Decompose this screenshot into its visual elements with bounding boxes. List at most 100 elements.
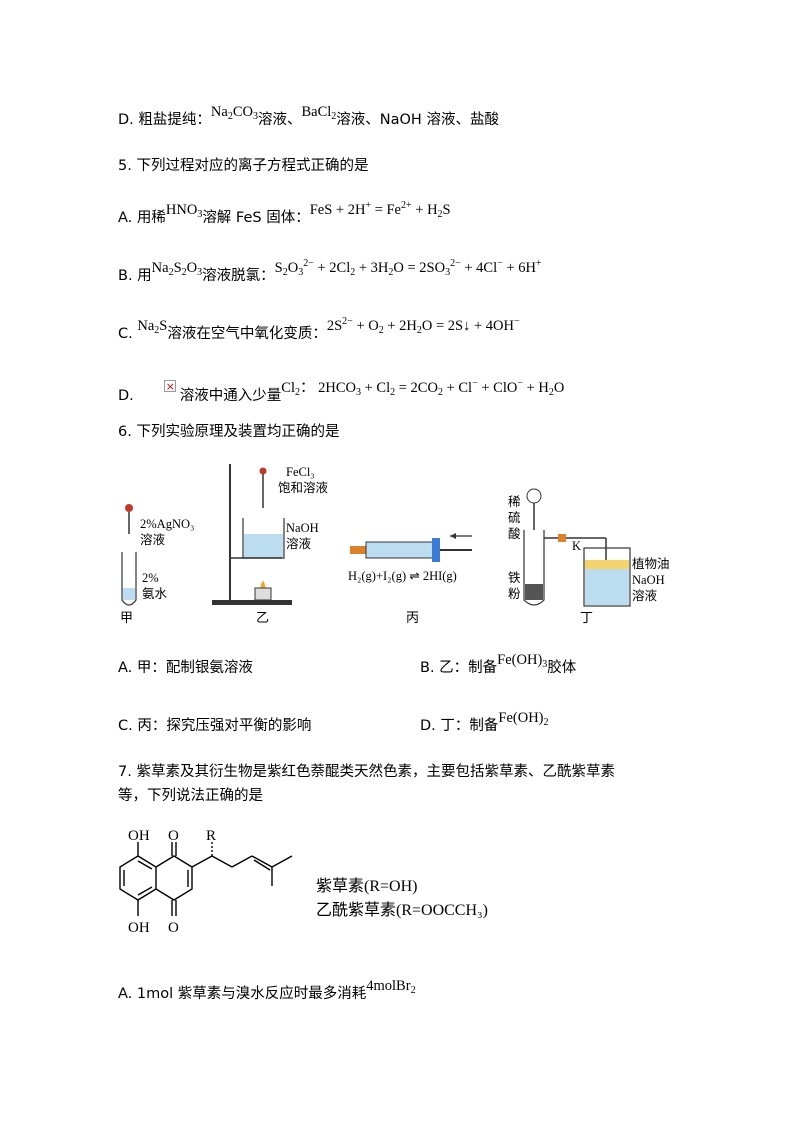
equation-a: FeS + 2H+ = Fe2+ + H2S xyxy=(309,200,451,220)
q5-a-prefix: A. 用稀 xyxy=(118,210,166,226)
solution-yi xyxy=(244,534,283,557)
q5-b-prefix: B. 用 xyxy=(118,268,152,284)
equation-b: S2O32− + 2Cl2 + 3H2O = 2SO32− + 4Cl− + 6… xyxy=(274,258,542,278)
label-fecl3: FeCl₃ xyxy=(286,465,315,479)
solution-jia xyxy=(123,588,135,600)
large-test-tube xyxy=(523,530,545,606)
q4-option-d: D. 粗盐提纯：Na2CO3溶液、BaCl2溶液、NaOH 溶液、盐酸 xyxy=(118,104,499,128)
formula-na2s2o3: Na2S2O3 xyxy=(151,260,203,278)
label-naoh: NaOH xyxy=(286,521,319,535)
q4-d-prefix: D. 粗盐提纯： xyxy=(118,112,211,128)
q6-option-c: C. 丙：探究压强对平衡的影响 xyxy=(118,718,312,734)
caption-jia: 甲 xyxy=(120,611,133,626)
side-chain-3 xyxy=(231,855,253,868)
q5-option-c: C. Na2S溶液在空气中氧化变质：2S2− + O2 + 2H2O = 2S↓… xyxy=(118,316,520,349)
stopcock-icon xyxy=(350,546,366,554)
q5-option-a: A. 用稀HNO3溶解 FeS 固体：FeS + 2H+ = Fe2+ + H2… xyxy=(118,200,451,233)
q5-c-prefix: C. xyxy=(118,326,138,342)
vegetable-oil-layer xyxy=(585,560,629,569)
left-arrow-icon xyxy=(450,533,456,539)
apparatus-jia: 2%AgNO₃ 溶液 2% 氨水 甲 xyxy=(120,504,194,626)
label-xi: 稀 xyxy=(508,495,521,509)
label-tie: 铁 xyxy=(508,571,521,585)
label-baohe: 饱和溶液 xyxy=(278,480,329,495)
caption-bing: 丙 xyxy=(406,611,419,626)
acetylshikonin-name: 乙酰紫草素(R=OOCCH₃) xyxy=(316,902,488,919)
apparatus-yi: FeCl₃ 饱和溶液 NaOH 溶液 乙 xyxy=(212,464,329,626)
q6-stem: 6. 下列实验原理及装置均正确的是 xyxy=(118,424,340,440)
test-tube-jia xyxy=(121,552,137,606)
label-naoh-ding: NaOH xyxy=(632,573,665,587)
apparatus-ding: 稀 硫 酸 K 铁 粉 植物油 NaOH 溶液 丁 xyxy=(508,488,670,626)
equation-d: 2HCO3 + Cl2 = 2CO2 + Cl− + ClO− + H2O xyxy=(314,378,565,398)
formula-na2s: Na2S xyxy=(137,318,168,336)
q5-stem: 5. 下列过程对应的离子方程式正确的是 xyxy=(118,158,369,174)
caption-ding: 丁 xyxy=(580,611,593,626)
methyl-1 xyxy=(271,855,293,868)
q5-b-mid: 溶液脱氯： xyxy=(202,268,275,284)
label-anshui: 氨水 xyxy=(142,587,168,601)
q5-d-mid: 溶液中通入少量 xyxy=(179,388,282,404)
iron-powder xyxy=(525,584,543,600)
q5-option-b: B. 用Na2S2O3溶液脱氯：S2O32− + 2Cl2 + 3H2O = 2… xyxy=(118,258,542,291)
apparatus-bing: H₂(g)+I₂(g) ⇌ 2HI(g) 丙 xyxy=(348,533,472,626)
q7-a-prefix: A. 1mol 紫草素与溴水反应时最多消耗 xyxy=(118,986,367,1002)
label-zhiwuyou: 植物油 xyxy=(632,556,670,571)
q6-d-prefix: D. 丁：制备 xyxy=(420,718,499,734)
q6-b-suffix: 胶体 xyxy=(547,660,577,676)
aromatic-double-3 xyxy=(137,886,153,896)
q5-c-mid: 溶液在空气中氧化变质： xyxy=(167,326,327,342)
side-chain-4 xyxy=(251,855,273,868)
side-chain-1 xyxy=(191,855,213,868)
q6-option-d: D. 丁：制备Fe(OH)2 xyxy=(420,710,549,741)
label-liu: 硫 xyxy=(508,510,521,525)
label-rongye: 溶液 xyxy=(140,532,166,547)
caption-yi: 乙 xyxy=(256,611,269,626)
side-chain-double xyxy=(253,859,271,871)
side-chain-2 xyxy=(211,855,233,868)
q6-b-prefix: B. 乙：制备 xyxy=(420,660,498,676)
label-k: K xyxy=(572,539,581,553)
q7-stem-line2: 等，下列说法正确的是 xyxy=(118,788,263,804)
syringe-plunger xyxy=(432,538,440,562)
formula-cl2: Cl2： xyxy=(281,380,315,398)
label-naoh-rongye: 溶液 xyxy=(286,536,312,551)
reagent-bottle xyxy=(583,547,631,607)
label-agno3: 2%AgNO₃ xyxy=(140,517,194,531)
aromatic-double-2 xyxy=(137,860,153,870)
oh-bottom-label: OH xyxy=(128,920,150,936)
equation-c: 2S2− + O2 + 2H2O = 2S↓ + 4OH− xyxy=(326,316,520,336)
separatory-funnel-icon xyxy=(526,488,542,504)
clamp-k-icon xyxy=(558,534,566,542)
formula-feoh3: Fe(OH)3 xyxy=(497,652,548,670)
o-bottom-label: O xyxy=(168,920,179,936)
q5-option-d: D. 溶液中通入少量Cl2： 2HCO3 + Cl2 = 2CO2 + Cl− +… xyxy=(118,377,565,411)
q5-d-prefix: D. xyxy=(118,388,134,404)
o-top-label: O xyxy=(168,830,179,844)
formula-feoh2: Fe(OH)2 xyxy=(498,710,549,728)
shikonin-structure: OH O R OH O xyxy=(119,830,293,936)
label-fen: 粉 xyxy=(508,586,521,601)
q4-d-text: 溶液、NaOH 溶液、盐酸 xyxy=(336,112,499,128)
label-rongye-ding: 溶液 xyxy=(632,588,658,603)
q7-option-a: A. 1mol 紫草素与溴水反应时最多消耗4molBr2 xyxy=(118,978,416,1009)
r-label: R xyxy=(206,830,216,844)
label-equilibrium: H₂(g)+I₂(g) ⇌ 2HI(g) xyxy=(348,569,457,583)
broken-image-icon xyxy=(163,377,176,397)
naoh-solution-layer xyxy=(585,569,629,605)
iron-stand-base xyxy=(212,600,292,605)
q6-apparatus-figure: 2%AgNO₃ 溶液 2% 氨水 甲 FeCl₃ 饱和溶液 NaOH 溶液 乙 … xyxy=(120,464,670,626)
label-suan: 酸 xyxy=(508,526,521,541)
dropper-bulb-yi-icon xyxy=(259,467,267,475)
benzene-ring xyxy=(119,855,157,901)
alcohol-lamp xyxy=(254,587,272,601)
q5-a-mid: 溶解 FeS 固体： xyxy=(202,210,310,226)
shikonin-name: 紫草素(R=OH) xyxy=(316,878,418,895)
q6-option-b: B. 乙：制备Fe(OH)3胶体 xyxy=(420,652,577,683)
quinone-ring xyxy=(155,855,193,901)
formula-4molbr2: 4molBr2 xyxy=(366,978,416,996)
syringe-barrel xyxy=(365,541,437,559)
formula-na2co3: Na2CO3 xyxy=(210,104,258,122)
beaker-yi xyxy=(242,518,285,559)
oh-top-label: OH xyxy=(128,830,150,844)
